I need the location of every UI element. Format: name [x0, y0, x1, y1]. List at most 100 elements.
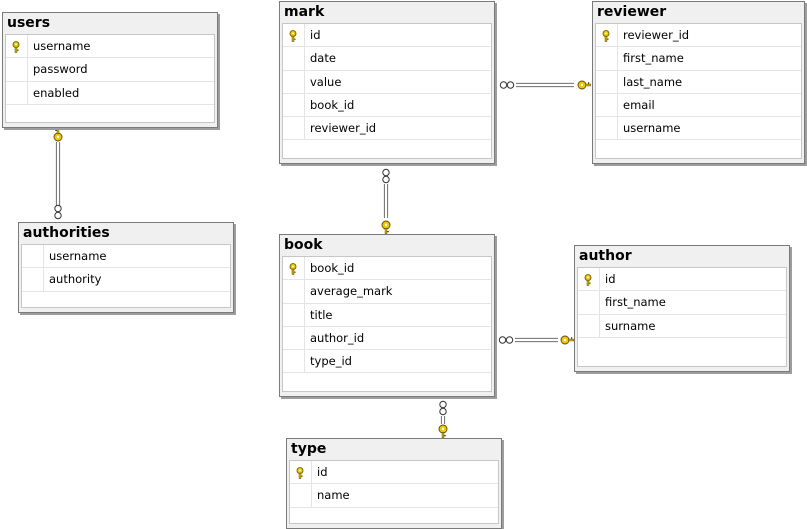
column-row[interactable]: username: [22, 245, 230, 269]
row-selector: [6, 58, 28, 81]
column-list: id date value book_id reviewer_id: [282, 23, 492, 159]
column-name: password: [33, 62, 88, 77]
column-row[interactable]: enabled: [6, 81, 214, 105]
column-name: reviewer_id: [310, 121, 377, 136]
table-title: mark: [284, 4, 325, 20]
table-mark[interactable]: mark id date value book_id reviewer_id: [279, 1, 495, 164]
column-row[interactable]: book_id: [283, 93, 491, 118]
column-row[interactable]: first_name: [578, 291, 786, 315]
one-end-key-icon: [53, 128, 63, 142]
column-row[interactable]: id: [283, 24, 491, 48]
row-selector: [596, 117, 618, 140]
many-end-icon: [439, 407, 447, 416]
row-selector: [283, 280, 305, 303]
row-selector: [578, 268, 600, 291]
row-selector: [6, 35, 28, 58]
column-name: id: [317, 465, 328, 479]
primary-key-icon: [289, 263, 297, 275]
column-row[interactable]: title: [283, 303, 491, 327]
table-title: author: [579, 248, 632, 264]
column-name: average_mark: [310, 284, 393, 299]
column-name: value: [310, 74, 342, 89]
row-selector: [283, 24, 305, 47]
row-selector: [283, 47, 305, 70]
column-row[interactable]: value: [283, 70, 491, 94]
column-row[interactable]: type_id: [283, 350, 491, 374]
column-list: username authority: [21, 244, 231, 308]
column-name: reviewer_id: [623, 28, 690, 42]
many-end-icon: [382, 168, 390, 177]
one-end-key-icon: [560, 335, 574, 345]
column-name: authority: [49, 272, 102, 287]
primary-key-icon: [584, 274, 592, 286]
column-name: book_id: [310, 97, 355, 112]
row-selector: [6, 81, 28, 104]
row-selector: [596, 47, 618, 70]
column-name: id: [605, 272, 616, 286]
column-name: username: [33, 39, 91, 53]
row-selector: [283, 303, 305, 326]
many-end-icon: [382, 175, 390, 184]
column-row[interactable]: date: [283, 47, 491, 71]
column-row[interactable]: book_id: [283, 257, 491, 281]
table-type[interactable]: type id name: [286, 438, 502, 529]
column-row[interactable]: password: [6, 58, 214, 82]
column-list: username password enabled: [5, 34, 215, 123]
column-row[interactable]: reviewer_id: [596, 24, 801, 48]
column-row[interactable]: email: [596, 93, 801, 118]
one-end-key-icon: [381, 220, 391, 234]
many-end-icon: [439, 400, 447, 409]
many-end-icon: [54, 211, 62, 220]
column-name: title: [310, 307, 333, 322]
column-row[interactable]: authority: [22, 268, 230, 292]
column-name: enabled: [33, 85, 80, 100]
row-selector: [283, 117, 305, 140]
table-title: reviewer: [597, 4, 667, 20]
row-selector: [283, 350, 305, 373]
many-end-icon: [505, 336, 514, 344]
column-name: last_name: [623, 74, 683, 89]
row-selector: [578, 291, 600, 314]
table-title: book: [284, 237, 323, 253]
column-row[interactable]: username: [596, 117, 801, 141]
row-selector: [283, 257, 305, 280]
column-row[interactable]: id: [290, 461, 498, 485]
row-selector: [283, 70, 305, 93]
column-row[interactable]: average_mark: [283, 280, 491, 304]
row-selector: [596, 24, 618, 47]
many-end-icon: [499, 81, 508, 89]
column-row[interactable]: reviewer_id: [283, 117, 491, 141]
column-name: book_id: [310, 261, 355, 275]
one-end-key-icon: [577, 80, 591, 90]
row-selector: [290, 461, 312, 484]
column-row[interactable]: id: [578, 268, 786, 292]
column-name: author_id: [310, 330, 365, 345]
many-end-icon: [498, 336, 507, 344]
many-end-icon: [54, 204, 62, 213]
row-selector: [290, 484, 312, 507]
column-name: surname: [605, 318, 656, 333]
column-row[interactable]: username: [6, 35, 214, 59]
table-title: authorities: [23, 225, 110, 241]
table-authorities[interactable]: authorities username authority: [18, 222, 234, 313]
column-row[interactable]: author_id: [283, 326, 491, 351]
column-name: name: [317, 488, 350, 503]
table-title: type: [291, 441, 327, 457]
many-end-icon: [506, 81, 515, 89]
column-name: date: [310, 51, 336, 66]
column-name: id: [310, 28, 321, 42]
row-selector: [596, 93, 618, 117]
column-row[interactable]: last_name: [596, 70, 801, 94]
column-row[interactable]: name: [290, 484, 498, 508]
column-name: username: [49, 249, 107, 263]
primary-key-icon: [296, 467, 304, 479]
column-row[interactable]: first_name: [596, 47, 801, 71]
column-row[interactable]: surname: [578, 314, 786, 338]
one-end-key-icon: [438, 424, 448, 438]
